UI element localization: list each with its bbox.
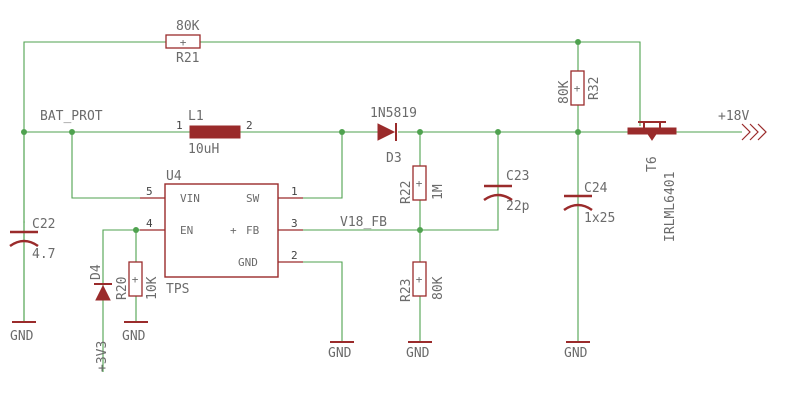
r20-value: 10K [145,276,160,300]
junctions [21,39,581,233]
u4-pin-gnd-name: GND [238,256,258,269]
l1-pin1: 1 [176,119,183,132]
diode-d3[interactable]: 1N5819 D3 [370,106,417,166]
junction [21,129,27,135]
gnd-symbol-c22: GND [10,321,36,344]
c22-value: 4.7 [32,247,55,262]
r20-ref: R20 [115,277,130,300]
gnd-label: GND [328,346,352,361]
ic-u4[interactable]: U4 TPS 5 VIN 4 EN 1 SW 3 FB + 2 GND [140,169,303,297]
resistor-r20[interactable]: + R20 10K [115,261,160,300]
r23-ref: R23 [399,279,414,302]
junction [575,39,581,45]
junction [417,129,423,135]
resistor-r23[interactable]: + R23 80K [399,261,446,302]
wire-gnd-pin [278,261,343,342]
r32-value: 80K [557,80,572,104]
c24-value: 1x25 [584,211,615,226]
u4-value: TPS [166,282,189,297]
t6-ref: T6 [645,156,660,172]
u4-ref: U4 [166,169,182,184]
c24-ref: C24 [584,181,608,196]
diode-d4[interactable]: D4 [89,264,112,301]
u4-pin-fb-num: 3 [291,217,298,230]
u4-pin-fb-name: FB [246,224,260,237]
wire-vin [71,132,165,199]
gnd-symbol-r23: GND [406,341,432,361]
d3-value: 1N5819 [370,106,417,121]
resistor-r32[interactable]: + 80K R32 [557,70,602,106]
junction [69,129,75,135]
junction [133,227,139,233]
resistor-r22[interactable]: + R22 1M [399,165,446,204]
resistor-marker: + [180,36,187,49]
d4-ref: D4 [89,264,104,280]
l1-value: 10uH [188,142,219,157]
gnd-symbol-r20: GND [122,321,148,344]
junction [575,129,581,135]
t6-value: IRLML6401 [663,172,678,242]
gnd-label: GND [564,346,588,361]
wire-fb [278,132,499,231]
junction [495,129,501,135]
resistor-r21[interactable]: + 80K R21 [165,19,201,66]
u4-pin-sw-name: SW [246,192,260,205]
wire-sw [278,132,343,199]
u4-pin-en-num: 4 [146,217,153,230]
r23-value: 80K [431,276,446,300]
r22-value: 1M [431,184,446,200]
l1-pin2: 2 [246,119,253,132]
net-label-plus18: +18V [718,109,749,124]
resistor-marker: + [132,273,139,286]
wire-en [102,229,165,372]
r32-ref: R32 [587,77,602,100]
r21-value: 80K [176,19,200,34]
d3-ref: D3 [386,151,402,166]
c23-value: 22p [506,199,530,214]
r22-ref: R22 [399,181,414,204]
inductor-l1[interactable]: 1 2 L1 10uH [176,109,253,157]
resistor-marker: + [574,82,581,95]
c23-ref: C23 [506,169,529,184]
output-arrow-18v: +18V [718,109,767,141]
capacitor-c24[interactable]: C24 1x25 [563,181,615,226]
gnd-label: GND [406,346,430,361]
u4-pin-en-name: EN [180,224,193,237]
gnd-symbol-u4: GND [328,341,354,361]
gnd-label: GND [10,329,34,344]
junction [417,227,423,233]
l1-ref: L1 [188,109,204,124]
u4-pin-vin-name: VIN [180,192,200,205]
net-label-v18-fb: V18_FB [340,215,387,230]
c22-ref: C22 [32,217,55,232]
u4-pin-vin-num: 5 [146,185,153,198]
u4-pin-gnd-num: 2 [291,249,298,262]
gnd-label: GND [122,329,146,344]
mosfet-t6[interactable]: T6 IRLML6401 [627,121,678,242]
r21-ref: R21 [176,51,199,66]
net-label-plus3v3: +3V3 [95,341,110,372]
gnd-symbol-c24: GND [564,341,590,361]
u4-fb-marker: + [230,224,237,237]
resistor-marker: + [416,273,423,286]
junction [339,129,345,135]
u4-pin-sw-num: 1 [291,185,298,198]
resistor-marker: + [416,177,423,190]
capacitor-c22[interactable]: C22 4.7 [9,217,55,262]
net-label-bat-prot: BAT_PROT [40,109,103,124]
capacitor-c23[interactable]: C23 22p [483,169,530,214]
